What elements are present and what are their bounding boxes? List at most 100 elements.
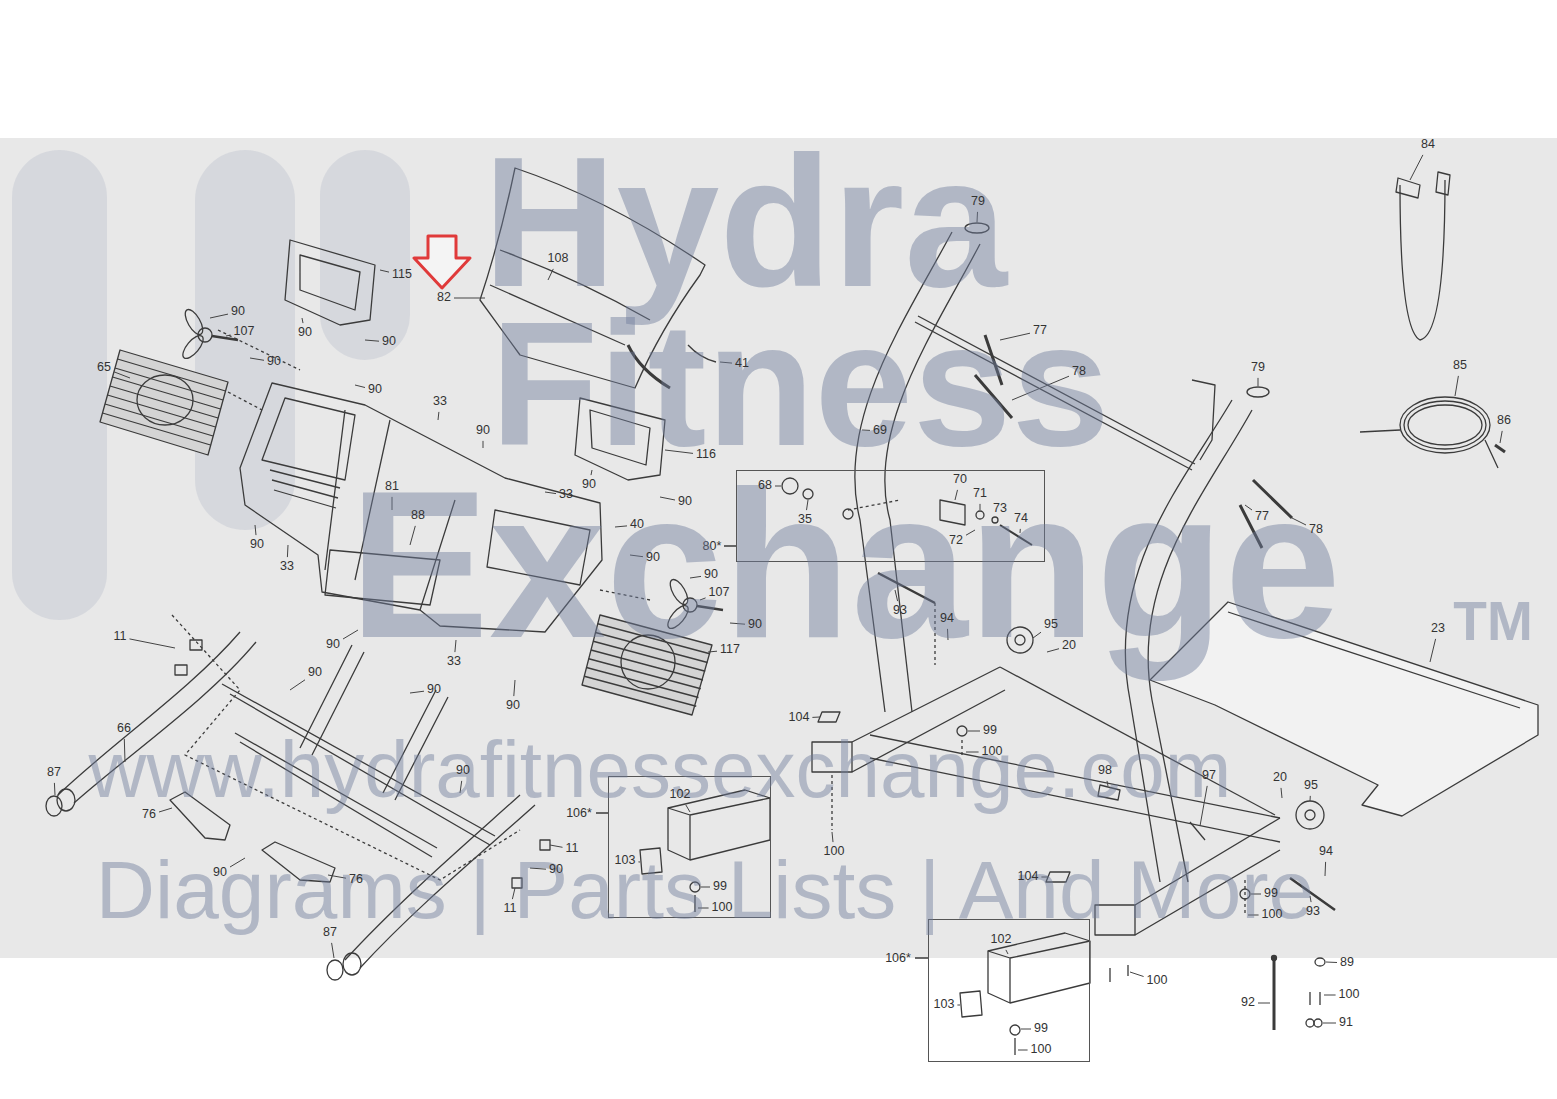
callout-number: 117 bbox=[720, 643, 740, 657]
callout-number: 100 bbox=[1031, 1043, 1052, 1057]
callout-number: 87 bbox=[47, 766, 61, 780]
callout-number: 90 bbox=[382, 335, 396, 349]
callout-number: 72 bbox=[949, 534, 963, 548]
callout-number: 90 bbox=[646, 551, 660, 565]
leader-line bbox=[1430, 639, 1436, 662]
leader-line bbox=[1410, 155, 1423, 180]
leader-line bbox=[355, 385, 365, 388]
leader-line bbox=[1281, 788, 1282, 798]
base-crossbar-shape bbox=[343, 953, 361, 975]
callout-number: 11 bbox=[566, 842, 579, 856]
leader-line bbox=[210, 314, 228, 318]
deck-and-accessories-shape bbox=[1310, 992, 1320, 1005]
callout-number: 99 bbox=[1264, 887, 1278, 901]
callout-number: 90 bbox=[213, 866, 227, 880]
leader-line bbox=[438, 412, 440, 420]
callout-number: 97 bbox=[1202, 769, 1216, 783]
callout-number: 41 bbox=[735, 357, 749, 371]
deck-and-accessories-shape bbox=[1272, 956, 1277, 961]
callout-number: 99 bbox=[1034, 1022, 1048, 1036]
deck-and-accessories-shape bbox=[1495, 445, 1505, 452]
callout-number: 84 bbox=[1421, 138, 1435, 152]
box-outline-parts-shape bbox=[988, 941, 1090, 1003]
base-crossbar-shape bbox=[175, 665, 187, 675]
deck-and-accessories-shape bbox=[1306, 1019, 1314, 1027]
deck-and-accessories-shape bbox=[1110, 965, 1128, 982]
callout-number: 90 bbox=[267, 355, 281, 369]
watermark-text: www.hydrafitnessexchange.com bbox=[89, 728, 1232, 812]
upright-frame-shape bbox=[1190, 822, 1205, 840]
leader-line bbox=[514, 680, 515, 696]
callout-number: 99 bbox=[983, 724, 997, 738]
deck-and-accessories-shape bbox=[1408, 405, 1482, 445]
callout-number: 91 bbox=[1339, 1016, 1353, 1030]
leader-line bbox=[365, 340, 379, 341]
red-pointer-arrow bbox=[414, 236, 470, 288]
callout-number: 33 bbox=[280, 560, 294, 574]
leader-line bbox=[410, 691, 424, 693]
callout-number: 100 bbox=[824, 845, 845, 859]
leader-line bbox=[287, 545, 289, 557]
callout-number: 90 bbox=[231, 305, 245, 319]
callout-number: 76 bbox=[349, 873, 363, 887]
callout-number: 90 bbox=[748, 618, 762, 632]
deck-and-accessories-shape bbox=[1273, 958, 1276, 1030]
callout-number: 94 bbox=[1319, 845, 1333, 859]
callout-number: 33 bbox=[433, 395, 447, 409]
leader-line bbox=[1006, 950, 1008, 954]
callout-number: 107 bbox=[234, 325, 255, 339]
console-part-shape bbox=[300, 255, 360, 310]
callout-number: 100 bbox=[1147, 974, 1168, 988]
leader-line bbox=[255, 525, 256, 535]
leader-line bbox=[1310, 796, 1311, 801]
callout-number: 90 bbox=[549, 863, 563, 877]
callout-number: 33 bbox=[559, 488, 573, 502]
callout-number: 23 bbox=[1431, 622, 1445, 636]
deck-and-accessories-shape bbox=[1314, 1019, 1322, 1027]
leader-line bbox=[302, 318, 303, 323]
base-crossbar-shape bbox=[190, 640, 202, 650]
callout-number: 69 bbox=[873, 424, 887, 438]
callout-number: 90 bbox=[456, 764, 470, 778]
callout-number: 98 bbox=[1098, 764, 1112, 778]
leader-line bbox=[332, 943, 334, 958]
callout-number: 89 bbox=[1340, 956, 1354, 970]
callout-number: 85 bbox=[1453, 359, 1467, 373]
callout-number: 95 bbox=[1304, 779, 1318, 793]
callout-number: 11 bbox=[114, 630, 127, 644]
watermark-text: Hydra bbox=[483, 125, 1007, 319]
callout-number: 79 bbox=[971, 195, 985, 209]
console-part-shape bbox=[179, 332, 206, 361]
callout-number: 107 bbox=[709, 586, 730, 600]
callout-number: 11 bbox=[504, 902, 517, 916]
callout-number: 90 bbox=[506, 699, 520, 713]
callout-number: 102 bbox=[670, 788, 691, 802]
watermark-text: Exchange bbox=[349, 455, 1341, 676]
callout-number: 93 bbox=[893, 604, 907, 618]
callout-number: 86 bbox=[1497, 414, 1511, 428]
callout-number: 116 bbox=[696, 448, 716, 462]
callout-number: 71 bbox=[973, 487, 987, 501]
callout-number: 103 bbox=[615, 854, 636, 868]
leader-line bbox=[957, 1005, 960, 1006]
callout-number: 100 bbox=[712, 901, 733, 915]
callout-number: 90 bbox=[368, 383, 382, 397]
watermark-text: Fitness bbox=[490, 292, 1110, 478]
callout-number: 104 bbox=[1018, 870, 1039, 884]
console-part-shape bbox=[285, 240, 375, 325]
callout-number: 79 bbox=[1251, 361, 1265, 375]
callout-number: 100 bbox=[1339, 988, 1360, 1002]
leader-line bbox=[454, 298, 485, 299]
upright-frame-shape bbox=[1192, 380, 1215, 460]
watermark-text: TM bbox=[1453, 593, 1532, 651]
callout-number: 90 bbox=[308, 666, 322, 680]
leader-line bbox=[812, 717, 820, 718]
callout-number: 20 bbox=[1273, 771, 1287, 785]
callout-number: 73 bbox=[993, 502, 1007, 516]
callout-number: 78 bbox=[1309, 523, 1323, 537]
callout-number: 102 bbox=[991, 933, 1012, 947]
callout-number: 103 bbox=[934, 998, 955, 1012]
deck-and-accessories-shape bbox=[1315, 958, 1325, 966]
console-part-shape bbox=[137, 375, 193, 425]
